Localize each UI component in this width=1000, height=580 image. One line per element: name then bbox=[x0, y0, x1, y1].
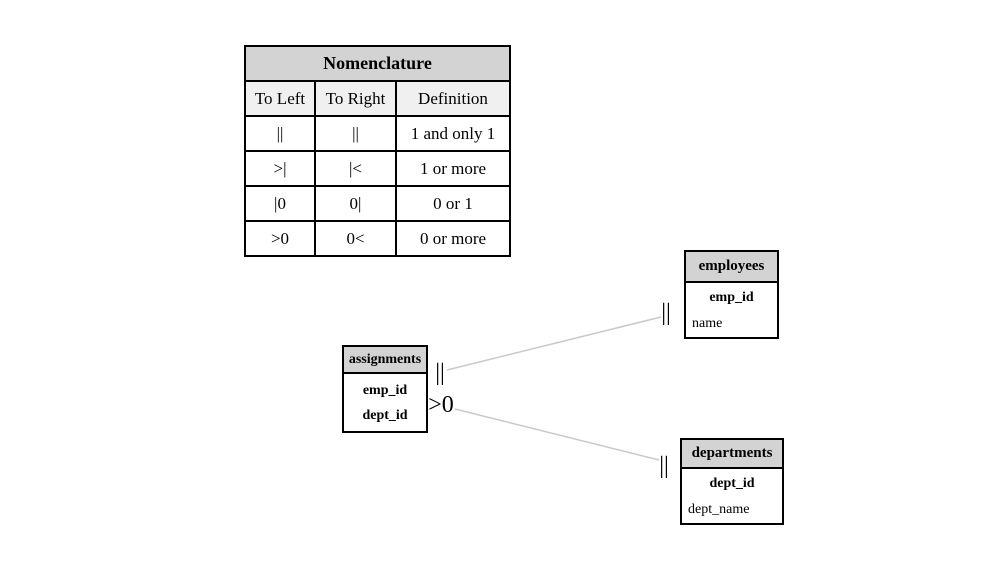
nomenclature-row: |0 0| 0 or 1 bbox=[244, 185, 511, 222]
entity-employees: employees emp_id name bbox=[684, 250, 779, 339]
symbol-to-right: |< bbox=[314, 150, 397, 187]
cardinality-symbol-rel2-at-assignments: >0 bbox=[428, 392, 454, 418]
entity-departments: departments dept_id dept_name bbox=[680, 438, 784, 525]
symbol-definition: 0 or 1 bbox=[395, 185, 511, 222]
col-header-to-right: To Right bbox=[314, 80, 397, 117]
nomenclature-row: >0 0< 0 or more bbox=[244, 220, 511, 257]
relationship-line-assignments-employees bbox=[446, 316, 662, 371]
cardinality-symbol-rel1-at-employees: || bbox=[661, 300, 671, 326]
symbol-definition: 1 or more bbox=[395, 150, 511, 187]
entity-departments-columns: dept_id dept_name bbox=[682, 469, 782, 523]
symbol-to-left: || bbox=[244, 115, 316, 152]
entity-departments-title: departments bbox=[682, 440, 782, 469]
entity-assignments-columns: emp_id dept_id bbox=[344, 374, 426, 428]
col-header-to-left: To Left bbox=[244, 80, 316, 117]
cardinality-symbol-rel1-at-assignments: || bbox=[435, 360, 445, 386]
entity-employees-columns: emp_id name bbox=[686, 283, 777, 337]
nomenclature-title-row: Nomenclature bbox=[244, 45, 511, 82]
entity-assignments-title: assignments bbox=[344, 347, 426, 374]
cardinality-symbol-rel2-at-departments: || bbox=[659, 453, 669, 479]
entity-employees-key-column: emp_id bbox=[709, 290, 754, 305]
symbol-to-left: |0 bbox=[244, 185, 316, 222]
nomenclature-title: Nomenclature bbox=[244, 45, 511, 82]
symbol-to-right: 0< bbox=[314, 220, 397, 257]
symbol-to-right: 0| bbox=[314, 185, 397, 222]
nomenclature-row: >| |< 1 or more bbox=[244, 150, 511, 187]
entity-employees-title: employees bbox=[686, 252, 777, 283]
entity-employees-column: name bbox=[692, 316, 723, 331]
entity-assignments-key-column: dept_id bbox=[362, 408, 408, 423]
entity-assignments-key-column: emp_id bbox=[362, 383, 408, 398]
symbol-to-left: >0 bbox=[244, 220, 316, 257]
symbol-definition: 0 or more bbox=[395, 220, 511, 257]
symbol-to-right: || bbox=[314, 115, 397, 152]
entity-assignments: assignments emp_id dept_id bbox=[342, 345, 428, 433]
symbol-to-left: >| bbox=[244, 150, 316, 187]
entity-departments-column: dept_name bbox=[688, 502, 750, 517]
nomenclature-table: Nomenclature To Left To Right Definition… bbox=[244, 45, 511, 257]
entity-departments-key-column: dept_id bbox=[709, 476, 755, 491]
nomenclature-header-row: To Left To Right Definition bbox=[244, 80, 511, 117]
symbol-definition: 1 and only 1 bbox=[395, 115, 511, 152]
nomenclature-row: || || 1 and only 1 bbox=[244, 115, 511, 152]
relationship-line-assignments-departments bbox=[454, 408, 660, 461]
col-header-definition: Definition bbox=[395, 80, 511, 117]
